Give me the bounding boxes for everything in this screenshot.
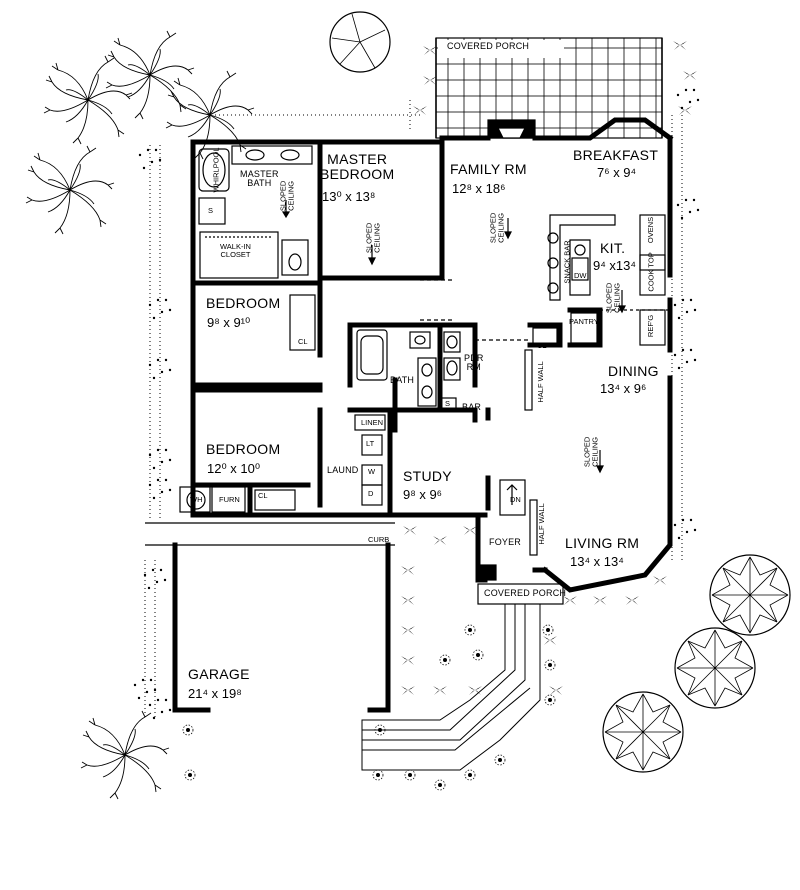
refg-label: REF'G (646, 314, 656, 338)
tree-cluster-northwest (25, 30, 255, 235)
curb-label: CURB (368, 535, 390, 544)
fixtures (145, 119, 670, 605)
master-bedroom-label: MASTER BEDROOM (320, 151, 395, 182)
study-dim: 9⁸ x 9⁶ (403, 487, 443, 502)
half-wall-label-1: HALF WALL (535, 361, 545, 403)
walls (172, 117, 674, 713)
bedroom2-dim: 12⁰ x 10⁰ (207, 461, 261, 476)
study-label: STUDY (403, 468, 452, 484)
front-porch-label: COVERED PORCH (484, 588, 567, 598)
family-rm-dim: 12⁸ x 18⁶ (452, 181, 506, 196)
hedge-clusters (133, 88, 700, 720)
tree-top (329, 11, 391, 73)
living-rm-dim: 13⁴ x 13⁴ (570, 554, 624, 569)
sloped-ceiling-arrows (281, 200, 626, 474)
hedge-borders (144, 100, 683, 720)
family-rm-label: FAMILY RM (450, 161, 527, 177)
closet-label-1: CL (298, 337, 308, 346)
sloped-ceiling-master-bath: SLOPED CEILING (278, 180, 296, 212)
sloped-ceiling-master-bed: SLOPED CEILING (364, 222, 382, 254)
closet-label-3: CL (258, 491, 268, 500)
bedroom1-dim: 9⁸ x 9¹⁰ (207, 315, 251, 330)
tree-cluster-southeast (602, 554, 791, 773)
bar-label: BAR (462, 402, 482, 412)
cook-top-label: COOK TOP (646, 252, 656, 292)
bath-label: BATH (390, 375, 415, 385)
washer-label: W (368, 467, 376, 476)
kit-label: KIT. (600, 240, 626, 256)
laund-label: LAUND (327, 465, 359, 475)
breakfast-label: BREAKFAST (573, 147, 659, 163)
water-heater-label: WH (190, 495, 203, 504)
dining-label: DINING (608, 363, 659, 379)
master-bedroom-dim: 13⁰ x 13⁸ (322, 189, 376, 204)
ovens-label: OVENS (646, 216, 656, 244)
dining-dim: 13⁴ x 9⁶ (600, 381, 647, 396)
foyer-label: FOYER (489, 537, 522, 547)
garage-dim: 21⁴ x 19⁸ (188, 686, 242, 701)
half-wall-label-2: HALF WALL (536, 503, 546, 545)
rear-covered-porch (435, 37, 663, 139)
front-walkway (361, 604, 541, 771)
pdr-rm-label: PDR RM (464, 353, 484, 373)
furnace-label: FURN (219, 495, 240, 504)
linen-label: LINEN (361, 418, 384, 427)
lt-label: LT (366, 439, 375, 448)
dryer-label: D (368, 489, 374, 498)
sloped-ceiling-kit: SLOPED CEILING (604, 282, 622, 314)
closet-label-2: CL (537, 341, 547, 350)
breakfast-dim: 7⁶ x 9⁴ (597, 165, 637, 180)
sloped-ceiling-family: SLOPED CEILING (488, 212, 506, 244)
dw-label: DW (574, 271, 587, 280)
kit-dim: 9⁴ x13⁴ (593, 258, 636, 273)
garage-label: GARAGE (188, 666, 250, 682)
master-bath-label: MASTER BATH (240, 169, 279, 189)
whirlpool-label: WHIRLPOOL (211, 147, 221, 193)
tree-southwest (80, 710, 170, 800)
living-rm-label: LIVING RM (565, 535, 640, 551)
pantry-label: PANTRY (569, 317, 599, 326)
walk-in-closet-label: WALK-IN CLOSET (220, 242, 251, 259)
shower-s-label: S (208, 206, 214, 215)
bedroom2-label: BEDROOM (206, 441, 281, 457)
stair-dn-label: DN (510, 495, 521, 504)
snack-bar-label: SNACK BAR (562, 240, 572, 284)
rear-porch-label: COVERED PORCH (447, 41, 530, 51)
sloped-ceiling-dining: SLOPED CEILING (582, 436, 600, 468)
bar-sink-s-label: S (445, 399, 451, 408)
bedroom1-label: BEDROOM (206, 295, 281, 311)
